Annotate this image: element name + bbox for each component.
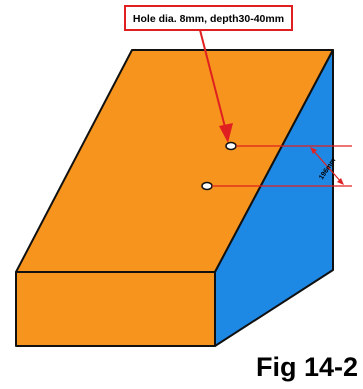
hole-lower bbox=[201, 181, 213, 191]
dimension-arrowhead-top bbox=[310, 147, 317, 154]
callout-arrowhead bbox=[219, 123, 233, 143]
block-front-face bbox=[15, 271, 216, 347]
callout-arrow-line bbox=[199, 29, 227, 132]
hole-upper bbox=[225, 141, 237, 151]
callout-box bbox=[124, 5, 293, 31]
dimension-arrowhead-bottom bbox=[337, 178, 344, 185]
dimension-line bbox=[311, 148, 343, 184]
figure-caption: Fig 14-2 bbox=[256, 352, 358, 382]
callout-label: Hole dia. 8mm, depth30-40mm bbox=[133, 13, 284, 25]
